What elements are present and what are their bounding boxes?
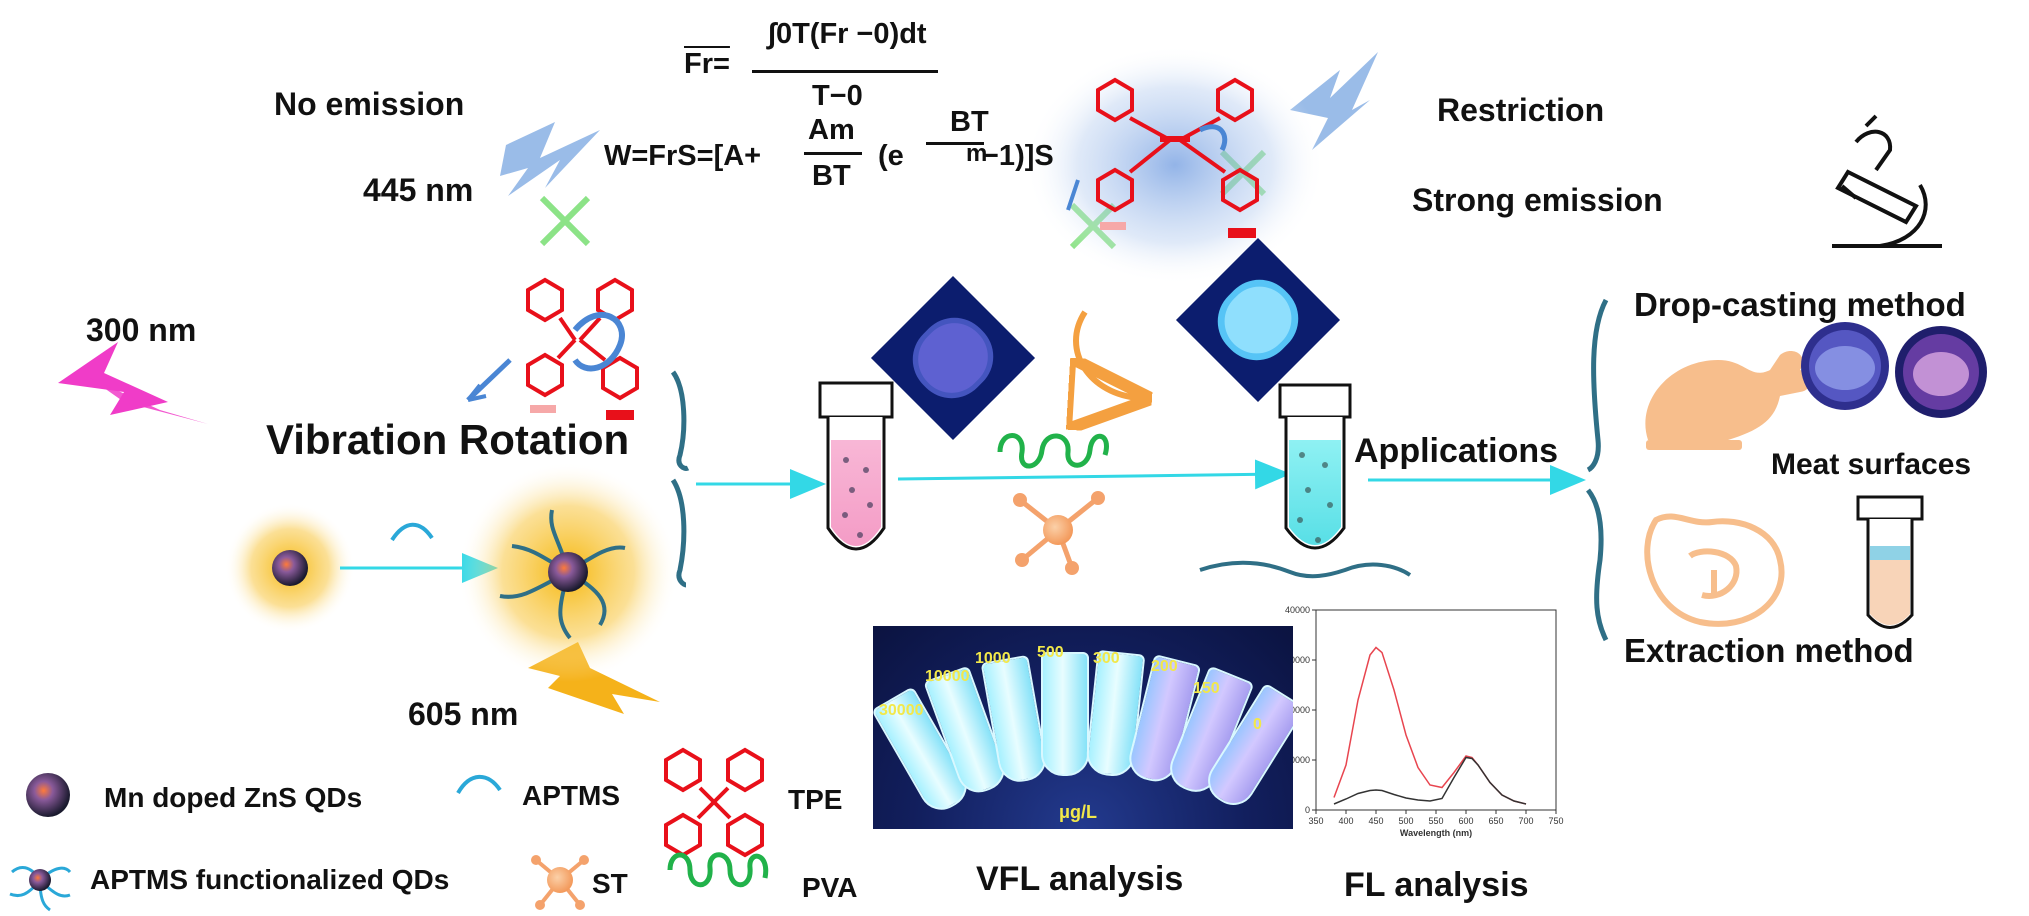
- eq1-denominator: T−0: [812, 80, 863, 112]
- y-tick-label: 30000: [1285, 655, 1310, 665]
- qd-bare: [225, 503, 355, 633]
- label-restriction: Restriction: [1437, 92, 1605, 128]
- meat-surface-photo-1: [1801, 322, 1889, 410]
- label-vfl-analysis: VFL analysis: [976, 860, 1184, 898]
- pva-coil-middle: [997, 433, 1109, 469]
- eq1-fraction-bar: [752, 70, 938, 73]
- label-fl-analysis: FL analysis: [1344, 866, 1529, 904]
- legend-pva-icon: [667, 852, 769, 888]
- legend-tpe-icon: [664, 748, 764, 857]
- vfl-concentration-label: 1000: [975, 650, 1011, 667]
- series-line-1: [1333, 756, 1527, 805]
- eq2-numerator: Am: [808, 114, 855, 146]
- y-tick-label: 0: [1305, 805, 1310, 815]
- eq2-exp-denominator: m: [966, 140, 988, 167]
- vfl-concentration-label: 150: [1193, 680, 1220, 697]
- lightning-445nm: [500, 122, 600, 196]
- fl-chart: 350 400 450 500 550 600 650 700 750 0 10000 20000 30…: [1274, 605, 1564, 838]
- vfl-concentration-label: 30000: [879, 702, 924, 719]
- eq1-lhs: Fr=: [684, 48, 730, 80]
- x-tick-label: 550: [1428, 816, 1443, 826]
- qd-functionalized: [458, 462, 678, 682]
- legend-mn-qds-label: Mn doped ZnS QDs: [104, 782, 363, 813]
- tube-photo-dim: [870, 275, 1036, 441]
- eq2-fraction-bar: [804, 152, 862, 155]
- pva-strand-under-tube: [1199, 560, 1412, 579]
- legend-mn-qd-icon: [26, 773, 70, 817]
- st-molecule-middle: [1013, 491, 1105, 575]
- eq2-exp-numerator: BT: [950, 106, 989, 138]
- label-meat-surfaces: Meat surfaces: [1771, 448, 1972, 481]
- y-tick-label: 10000: [1285, 755, 1310, 765]
- arrow-to-tube2: [897, 459, 1291, 490]
- legend-aptms-qds-label: APTMS functionalized QDs: [90, 864, 450, 895]
- tube-cyan: [1278, 383, 1352, 550]
- legend-aptms-qd-icon: [9, 866, 72, 912]
- x-tick-label: 500: [1398, 816, 1413, 826]
- x-tick-label: 350: [1308, 816, 1323, 826]
- x-tick-label: 650: [1488, 816, 1503, 826]
- x-tick-label: 450: [1368, 816, 1383, 826]
- microscope-icon: [1832, 114, 1942, 248]
- vfl-concentration-label: 10000: [925, 668, 970, 685]
- vfl-unit-label: μg/L: [1059, 802, 1098, 822]
- label-drop-casting: Drop-casting method: [1634, 286, 1966, 323]
- tpe-molecule-free: [466, 278, 639, 420]
- label-extraction: Extraction method: [1624, 632, 1914, 669]
- label-605nm: 605 nm: [408, 696, 519, 732]
- legend-pva-label: PVA: [802, 872, 858, 903]
- tpe-molecule-restricted: [1025, 45, 1325, 285]
- legend-st-icon: [531, 855, 589, 910]
- label-445nm: 445 nm: [363, 172, 474, 208]
- aptms-strand-reagent: [390, 522, 434, 542]
- vfl-concentration-label: 500: [1037, 644, 1064, 661]
- label-300nm: 300 nm: [86, 312, 197, 348]
- tube-pink: [818, 381, 894, 551]
- x-axis-label: Wavelength (nm): [1400, 828, 1472, 838]
- legend-aptms-icon: [456, 774, 502, 795]
- eq1-numerator: ∫0T(Fr −0)dt: [768, 18, 927, 50]
- vfl-tube: [1041, 652, 1089, 776]
- x-tick-label: 750: [1548, 816, 1563, 826]
- x-tick-label: 600: [1458, 816, 1473, 826]
- eq2-tail: −1)]S: [982, 140, 1054, 172]
- chart-plot-frame: [1315, 609, 1557, 811]
- bracket-right: [1585, 298, 1609, 642]
- bracket-left: [670, 370, 690, 588]
- legend-aptms-label: APTMS: [522, 780, 620, 811]
- eq2-lhs: W=FrS=[A+: [604, 140, 762, 172]
- eq2-denominator: BT: [812, 160, 851, 192]
- extraction-tube: [1856, 495, 1924, 629]
- curved-arrow-orange: [1076, 310, 1140, 398]
- y-tick-label: 20000: [1285, 705, 1310, 715]
- label-applications: Applications: [1354, 432, 1559, 470]
- label-strong-emission: Strong emission: [1412, 182, 1663, 218]
- vfl-concentration-label: 300: [1093, 650, 1120, 667]
- legend-st-label: ST: [592, 868, 628, 899]
- x-tick-label: 400: [1338, 816, 1353, 826]
- eq2-exp-bar: [926, 142, 984, 145]
- chicken-icon: [1645, 350, 1811, 450]
- vfl-concentration-label: 0: [1253, 716, 1262, 733]
- lightning-strong-emission: [1290, 52, 1378, 150]
- eq2-exp-base: (e: [878, 140, 904, 172]
- steak-icon: [1644, 513, 1785, 627]
- label-vibration-rotation: Vibration Rotation: [266, 416, 630, 463]
- cross-445nm: [539, 195, 591, 247]
- meat-surface-photo-2: [1895, 326, 1987, 418]
- lightning-300nm: [58, 342, 208, 424]
- x-tick-label: 700: [1518, 816, 1533, 826]
- label-no-emission: No emission: [274, 86, 465, 122]
- vfl-concentration-label: 200: [1151, 658, 1178, 675]
- legend-tpe-label: TPE: [788, 784, 843, 815]
- y-tick-label: 40000: [1285, 605, 1310, 615]
